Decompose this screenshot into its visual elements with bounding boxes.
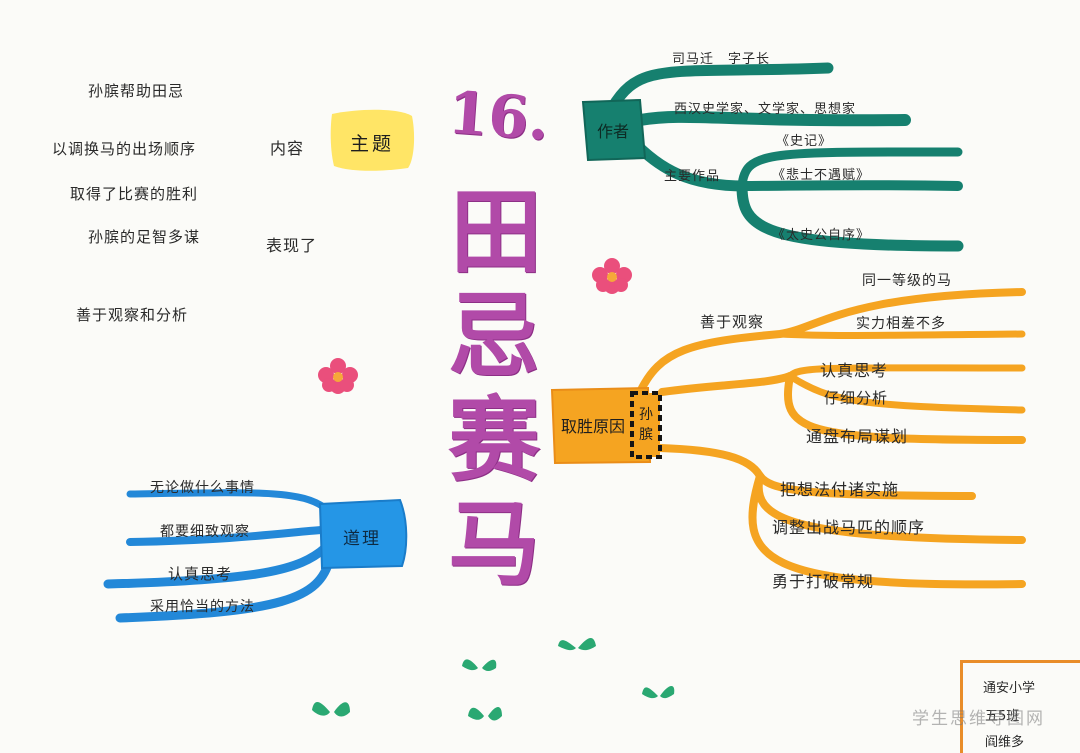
reason-node: 取胜原因 (556, 400, 630, 454)
title-char-1: 田 (450, 178, 543, 286)
theme-node-shape (330, 109, 415, 171)
person-node-shape (630, 391, 662, 459)
person-node: 孙膑 (634, 396, 658, 454)
reason-act-item-3: 勇于打破常规 (772, 572, 875, 591)
author-works-label: 主要作品 (664, 169, 721, 184)
author-item-1: 司马迁 字子长 (672, 52, 771, 67)
flower-decoration-1 (592, 258, 632, 294)
lesson-branches (103, 489, 335, 623)
lesson-item-2: 都要细致观察 (160, 524, 250, 540)
school-line-1: 通安小学 (983, 681, 1036, 696)
theme-content-label: 内容 (270, 139, 305, 158)
title-char-4: 马 (448, 490, 541, 598)
reason-label: 取胜原因 (560, 417, 625, 436)
author-work-2: 《悲士不遇赋》 (772, 168, 871, 183)
title-number: 16. (445, 78, 552, 154)
reason-observe-item-1: 同一等级的马 (862, 273, 952, 289)
lesson-node-shape (318, 498, 408, 570)
lesson-label: 道理 (343, 528, 381, 549)
school-line-2: 五5班 (985, 709, 1020, 724)
author-work-3: 《太史公自序》 (772, 228, 871, 243)
reason-observe-label: 善于观察 (700, 313, 765, 331)
reason-act-item-1: 把想法付诸实施 (780, 480, 900, 499)
theme-content-line-3: 取得了比赛的胜利 (70, 185, 199, 203)
reason-act-item-2: 调整出战马匹的顺序 (772, 518, 926, 537)
reason-observe-item-2: 实力相差不多 (856, 316, 946, 332)
lesson-node: 道理 (322, 506, 402, 566)
school-line-3: 阎维多 (985, 735, 1025, 750)
lesson-item-1: 无论做什么事情 (150, 480, 255, 496)
author-branches (606, 62, 964, 252)
sprout-decorations (312, 637, 675, 721)
theme-content-line-2: 以调换马的出场顺序 (52, 140, 197, 158)
theme-label: 主题 (349, 132, 394, 155)
theme-node: 主题 (332, 114, 412, 170)
theme-shows-label: 表现了 (266, 236, 318, 255)
author-label: 作者 (596, 122, 629, 141)
author-node: 作者 (583, 102, 643, 158)
watermark: 学生思维导图网 (912, 709, 1045, 729)
title-char-2: 忌 (448, 282, 541, 390)
author-node-shape (581, 98, 647, 162)
lesson-item-4: 采用恰当的方法 (150, 599, 255, 615)
reason-think-item-2: 仔细分析 (824, 389, 889, 407)
lesson-item-3: 认真思考 (168, 565, 233, 583)
person-label: 孙膑 (639, 407, 653, 443)
flower-decoration-2 (318, 358, 358, 394)
theme-shows-line-2: 善于观察和分析 (76, 306, 189, 324)
author-item-2: 西汉史学家、文学家、思想家 (674, 102, 857, 117)
title-char-3: 赛 (448, 386, 541, 494)
reason-node-shape (550, 386, 652, 465)
reason-think-item-1: 认真思考 (820, 361, 889, 380)
theme-shows-line-1: 孙膑的足智多谋 (88, 228, 201, 246)
theme-content-line-1: 孙膑帮助田忌 (88, 82, 185, 100)
reason-branches (636, 288, 1026, 589)
reason-think-item-3: 通盘布局谋划 (806, 427, 909, 446)
school-box: 通安小学 五5班 阎维多 (960, 660, 1080, 753)
author-work-1: 《史记》 (776, 134, 833, 149)
